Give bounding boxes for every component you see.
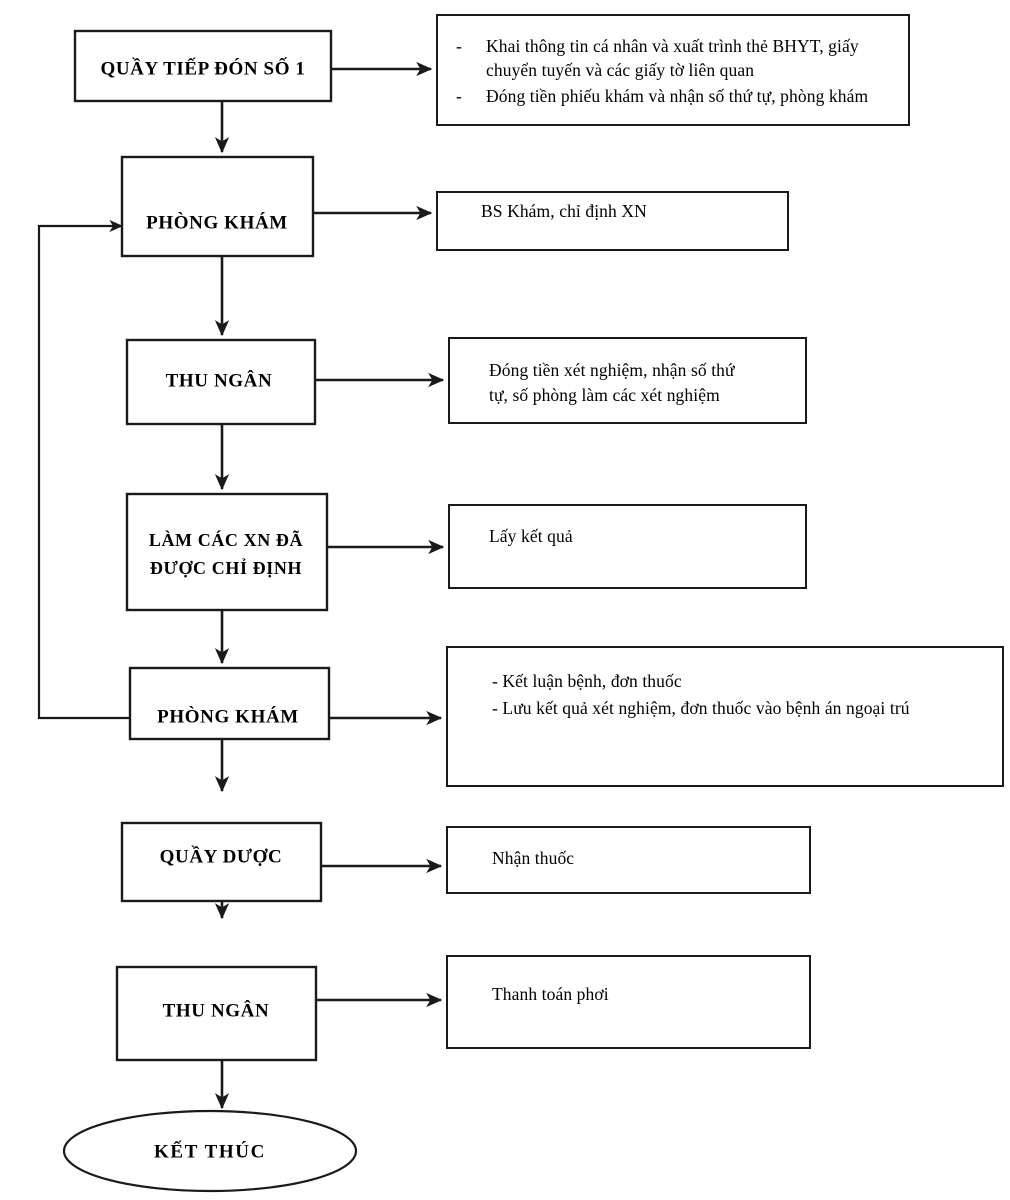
description-clinic-2-line-2: - Lưu kết quả xét nghiệm, đơn thuốc vào … [492, 698, 910, 718]
stage-cashier-2[interactable]: THU NGÂN [115, 965, 318, 1062]
description-clinic-2: - Kết luận bệnh, đơn thuốc - Lưu kết quả… [446, 646, 1004, 787]
description-reception-box [436, 14, 910, 126]
description-cashier-2-line-1: Thanh toán phơi [492, 984, 609, 1004]
stage-end[interactable]: KẾT THÚC [62, 1109, 358, 1193]
description-reception-bullet-2: - [456, 86, 462, 106]
stage-cashier-2-box[interactable] [115, 965, 318, 1062]
connector-layer [37, 61, 445, 1110]
stage-lab-tests-label-line1: LÀM CÁC XN ĐÃ [149, 529, 303, 550]
stage-pharmacy-label: QUẦY DƯỢC [160, 845, 283, 867]
stage-clinic-1-box[interactable] [120, 155, 315, 258]
stage-lab-tests-label-line2: ĐƯỢC CHỈ ĐỊNH [150, 558, 302, 578]
description-reception-line-3: Đóng tiền phiếu khám và nhận số thứ tự, … [486, 86, 868, 106]
description-cashier-1-box [448, 337, 807, 424]
stage-end-label: KẾT THÚC [154, 1140, 266, 1162]
stage-cashier-1-box[interactable] [125, 338, 317, 426]
description-clinic-1-line-1: BS Khám, chỉ định XN [481, 201, 647, 221]
description-lab-tests-box [448, 504, 807, 589]
description-clinic-1-box [436, 191, 789, 251]
stage-clinic-1[interactable]: PHÒNG KHÁM [120, 155, 315, 258]
description-cashier-1: Đóng tiền xét nghiệm, nhận số thứ tự, số… [448, 337, 807, 424]
stage-cashier-1[interactable]: THU NGÂN [125, 338, 317, 426]
description-clinic-2-box [446, 646, 1004, 787]
description-pharmacy-box [446, 826, 811, 894]
stage-clinic-2[interactable]: PHÒNG KHÁM [128, 666, 331, 741]
stage-lab-tests[interactable]: LÀM CÁC XN ĐÃ ĐƯỢC CHỈ ĐỊNH [125, 492, 329, 612]
description-reception-bullet-1: - [456, 36, 462, 56]
stage-reception[interactable]: QUẦY TIẾP ĐÓN SỐ 1 [73, 29, 333, 103]
description-cashier-2: Thanh toán phơi [446, 955, 811, 1049]
stage-end-ellipse[interactable] [62, 1109, 358, 1193]
stage-pharmacy-box[interactable] [120, 821, 323, 903]
description-clinic-2-line-1: - Kết luận bệnh, đơn thuốc [492, 671, 682, 691]
stage-reception-box[interactable] [73, 29, 333, 103]
stage-clinic-2-box[interactable] [128, 666, 331, 741]
stage-cashier-1-label: THU NGÂN [166, 369, 273, 391]
stage-clinic-1-label: PHÒNG KHÁM [146, 211, 288, 233]
description-pharmacy-line-1: Nhận thuốc [492, 848, 574, 868]
stage-reception-label: QUẦY TIẾP ĐÓN SỐ 1 [100, 57, 305, 79]
description-cashier-1-line-1: Đóng tiền xét nghiệm, nhận số thứ [489, 360, 735, 380]
description-cashier-1-line-2: tự, số phòng làm các xét nghiệm [489, 385, 720, 405]
connector-clinic-2-feedback-to-clinic-1 [37, 219, 130, 720]
description-reception-line-1: Khai thông tin cá nhân và xuất trình thẻ… [486, 36, 859, 56]
stage-lab-tests-box[interactable] [125, 492, 329, 612]
stage-pharmacy[interactable]: QUẦY DƯỢC [120, 821, 323, 903]
stage-clinic-2-label: PHÒNG KHÁM [157, 705, 299, 727]
description-cashier-2-box [446, 955, 811, 1049]
description-lab-tests: Lấy kết quả [448, 504, 807, 589]
description-clinic-1: BS Khám, chỉ định XN [436, 191, 789, 251]
description-pharmacy: Nhận thuốc [446, 826, 811, 894]
stage-cashier-2-label: THU NGÂN [163, 999, 270, 1021]
description-lab-tests-line-1: Lấy kết quả [489, 526, 573, 546]
description-reception-line-2: chuyển tuyến và các giấy tờ liên quan [486, 60, 754, 80]
description-reception: - Khai thông tin cá nhân và xuất trình t… [436, 14, 910, 126]
